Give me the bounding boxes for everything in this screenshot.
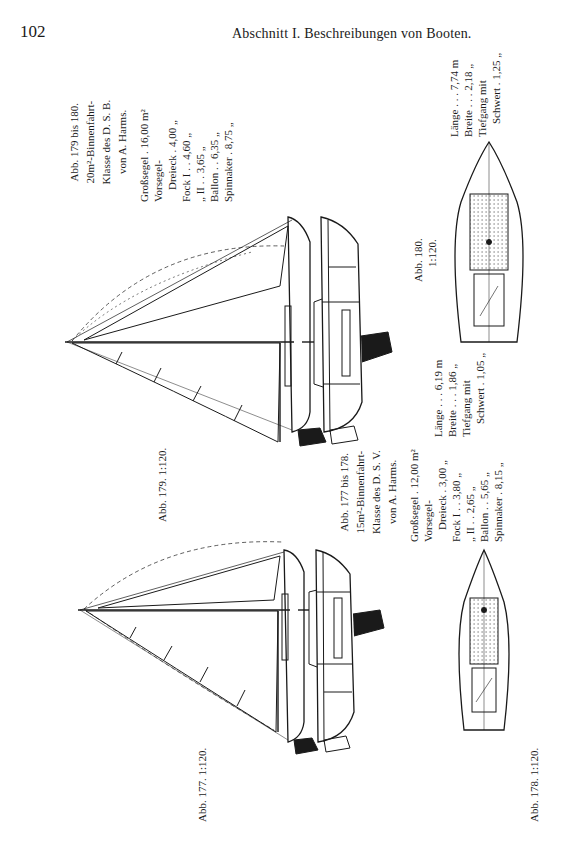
inboard-profile-178	[298, 550, 384, 752]
spec-text: Großsegel . 16,00 m²	[138, 109, 151, 202]
spec-text: Länge . . . 6,19 m	[432, 360, 445, 437]
page-number: 102	[20, 22, 46, 42]
spec-text: von A. Harms.	[116, 110, 129, 174]
spec-text: Breite . . . 2,18 „	[462, 64, 475, 137]
figure-caption: 1:120.	[426, 239, 439, 267]
spec-text: Schwert . 1,05 „	[474, 353, 487, 424]
spec-text: Fock I . . 3,80 „	[450, 473, 463, 542]
spec-text: Länge . . . 7,74 m	[448, 60, 461, 137]
sail-plan-179	[65, 217, 326, 446]
figure-caption: Abb. 179 bis 180.	[68, 103, 81, 182]
spec-text: Ballon . . 6,35 „	[208, 132, 221, 202]
spec-text: Vorsegel-	[152, 160, 165, 202]
spec-text: Tiefgang mit	[476, 80, 489, 137]
spec-text: Ballon . . 5,65 „	[478, 472, 491, 542]
figure-caption: Abb. 179. 1:120.	[156, 448, 169, 522]
figure-caption: Abb. 178. 1:120.	[528, 748, 541, 822]
spec-text: Spinnaker . 8,75 „	[222, 122, 235, 202]
spec-text: von A. Harms.	[386, 460, 399, 524]
spec-text: 15m²-Binnenfahrt-	[354, 451, 367, 534]
spec-text: Dreieck . 4,00 „	[166, 120, 179, 190]
rotated-plate: Abb. 177. 1:120. Abb. 177 bis 178.15m²-Bi…	[12, 42, 557, 842]
figure-caption: Abb. 177. 1:120.	[196, 748, 209, 822]
spec-text: Spinnaker . 8,15 „	[492, 462, 505, 542]
spec-text: Klasse des D. S. B.	[100, 100, 113, 185]
deck-plan-180	[455, 142, 523, 342]
spec-text: „ II . . 3,65 „	[194, 146, 207, 202]
spec-text: Breite . . . 1,86 „	[446, 364, 459, 437]
spec-text: „ II . . 2,65 „	[464, 486, 477, 542]
spec-text: 20m²-Binnenfahrt-	[84, 101, 97, 184]
spec-text: Klasse des D. S. V.	[370, 450, 383, 534]
deck-plan-178	[459, 550, 509, 730]
spec-text: Schwert . 1,25 „	[490, 53, 503, 124]
spec-text: Großsegel . 12,00 m²	[408, 449, 421, 542]
inboard-profile-180	[302, 217, 392, 444]
spec-text: Dreieck . 3,00 „	[436, 460, 449, 530]
figure-caption: Abb. 180.	[412, 238, 425, 282]
spec-text: Fock I . . 4,60 „	[180, 133, 193, 202]
running-head: Abschnitt I. Beschreibungen von Booten.	[232, 26, 472, 42]
figure-caption: Abb. 177 bis 178.	[338, 453, 351, 532]
spec-text: Tiefgang mit	[460, 380, 473, 437]
spec-text: Vorsegel-	[422, 500, 435, 542]
sail-plan-177	[78, 542, 318, 754]
